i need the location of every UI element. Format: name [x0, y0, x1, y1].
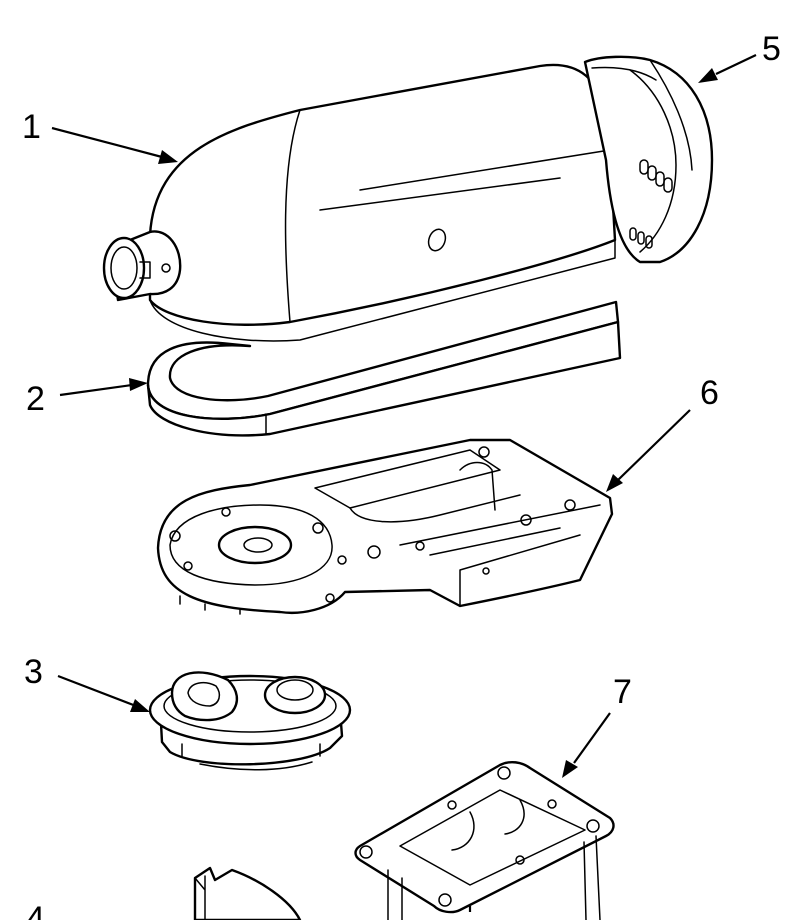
leader-3 — [57, 674, 137, 708]
callout-3: 3 — [24, 653, 43, 691]
callout-labels: 1 2 3 4 5 6 7 — [22, 30, 781, 920]
callout-4: 4 — [26, 900, 45, 920]
leader-1 — [51, 126, 163, 159]
part-7-gasket — [354, 760, 615, 920]
part-6-base-casting — [156, 438, 614, 615]
leader-6 — [617, 409, 691, 481]
part-4-bracket — [193, 866, 302, 920]
leader-arrows — [51, 54, 757, 912]
callout-6: 6 — [700, 374, 719, 412]
part-2-trim-band — [146, 300, 622, 437]
callout-7: 7 — [613, 673, 632, 711]
leader-2 — [59, 383, 133, 397]
callout-1: 1 — [22, 108, 41, 146]
leader-5 — [715, 54, 757, 75]
vent-slots — [629, 159, 673, 249]
callout-2: 2 — [26, 380, 45, 418]
part-1-motor-housing — [102, 63, 617, 342]
part-5-end-cap — [583, 55, 714, 264]
part-3-gear-cover — [148, 671, 352, 771]
callout-5: 5 — [762, 30, 781, 68]
leader-7 — [573, 712, 611, 764]
